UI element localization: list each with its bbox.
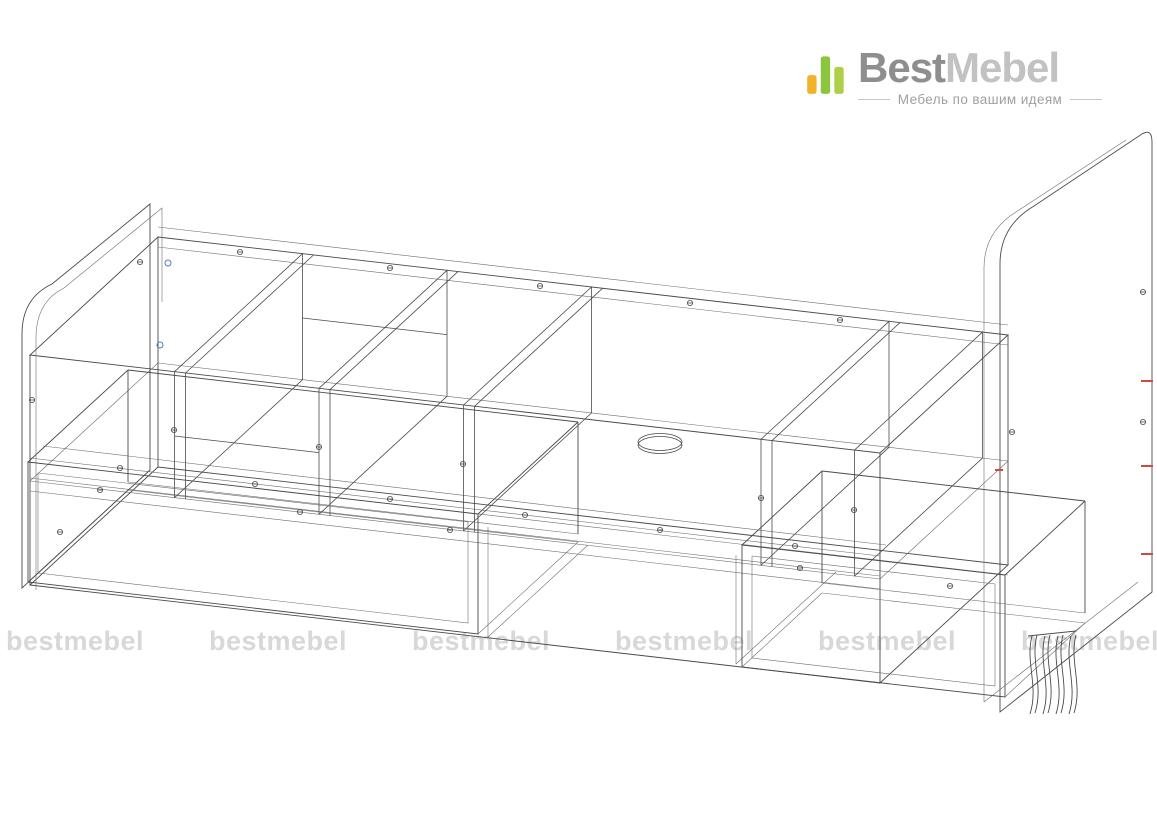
carcass-inner-lines [29, 226, 1009, 665]
watermark-text: bestmebel [6, 626, 145, 656]
bestmebel-logo: BestMebel Мебель по вашим идеям [806, 44, 1103, 108]
logo-bars-icon [807, 56, 844, 94]
shelf-dividers [174, 252, 983, 577]
watermark-text: bestmebel [209, 626, 348, 656]
blue-mark [156, 341, 164, 349]
logo-wordmark: BestMebel [858, 44, 1102, 91]
logo-text-mebel: Mebel [945, 44, 1060, 91]
logo-tagline: Мебель по вашим идеям [897, 92, 1063, 108]
logo-text-best: Best [858, 44, 946, 91]
watermark-row: bestmebel bestmebel bestmebel bestmebel … [0, 626, 1157, 660]
slat-bundle [1027, 630, 1078, 715]
watermark-text: bestmebel [818, 626, 957, 656]
watermark-text: bestmebel [615, 626, 754, 656]
logo-tagline-row: Мебель по вашим идеям [858, 92, 1103, 108]
assembly-marks [156, 259, 1153, 555]
left-end-panel [21, 203, 163, 590]
carcass-outline [28, 236, 1010, 684]
right-drawer [741, 470, 1086, 698]
watermark-text: bestmebel [412, 626, 551, 656]
tagline-divider-left [858, 99, 890, 101]
logo-text-block: BestMebel Мебель по вашим идеям [858, 44, 1103, 108]
right-end-panel [983, 131, 1153, 713]
left-drawer [27, 369, 579, 635]
tagline-divider-right [1070, 99, 1103, 101]
blue-mark [164, 259, 172, 267]
cable-grommet-hole [637, 433, 683, 454]
